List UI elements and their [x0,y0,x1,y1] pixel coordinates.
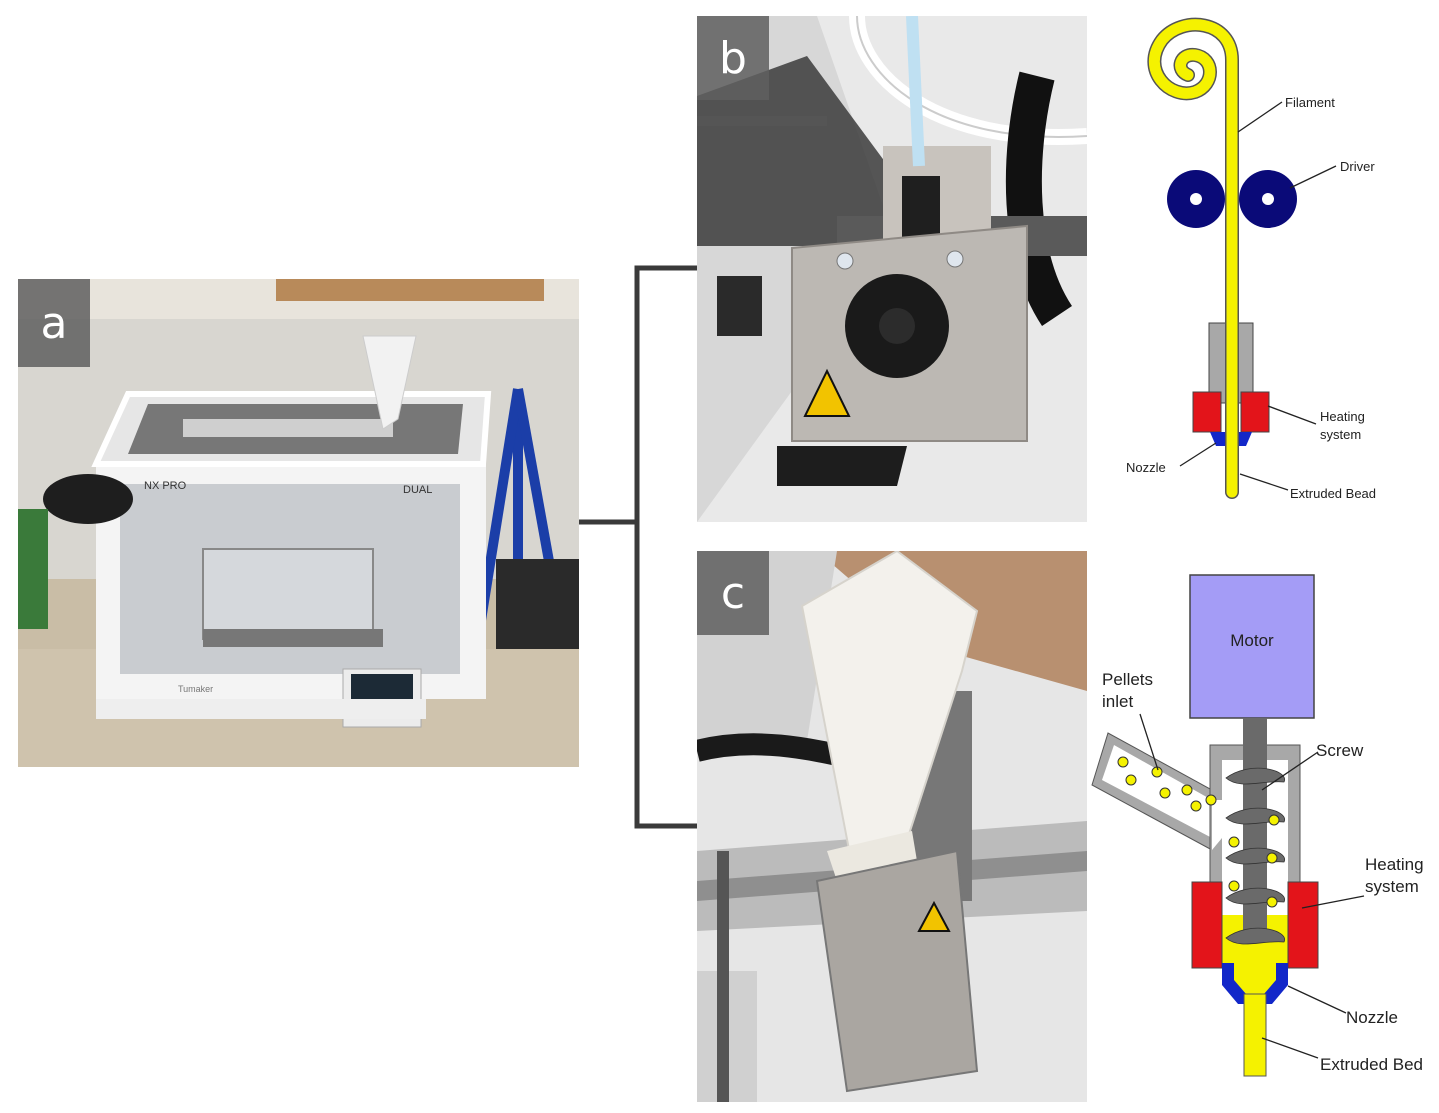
filament-head-photo [697,16,1087,522]
label-nozzle: Nozzle [1126,460,1166,475]
printer-photo: NX PRO DUAL Tumaker [18,279,579,767]
pellet-heater-right [1287,881,1319,969]
label-filament: Filament [1285,95,1335,110]
pellet-extruded-bead [1243,993,1267,1077]
label-extruded-bed: Extruded Bed [1320,1055,1423,1074]
pellet-head-photo [697,551,1087,1102]
label-screw: Screw [1316,741,1364,760]
label-motor: Motor [1230,631,1274,650]
photo-panel-b: b [697,16,1087,522]
label-heating-line2: system [1320,427,1361,442]
photo-panel-c: c [697,551,1087,1102]
motor-block [1189,574,1315,719]
filament-heater-left [1192,391,1222,433]
filament-strand [1148,19,1238,498]
pellet-extruder-diagram: Motor [1091,574,1424,1077]
label-pellets-line1: Pellets [1102,670,1153,689]
photo-panel-a: NX PRO DUAL Tumaker a [18,279,579,767]
label-driver: Driver [1340,159,1375,174]
screw-shaft [1243,718,1267,940]
label-pellet-nozzle: Nozzle [1346,1008,1398,1027]
printer-brand-left: NX PRO [144,480,187,492]
printer-maker-label: Tumaker [178,684,213,694]
label-extruded-bead: Extruded Bead [1290,486,1376,501]
pellet-particles [1117,756,1280,908]
filament-heater-right [1240,391,1270,433]
panel-letter-c: c [697,551,769,635]
panel-letter-a: a [18,279,90,367]
pellet-heater-left [1191,881,1223,969]
filament-extruder-diagram: Filament Driver Heating system Nozzle Ex… [1126,17,1376,501]
panel-letter-b: b [697,16,769,100]
label-pellet-heating-line1: Heating [1365,855,1424,874]
label-pellet-heating-line2: system [1365,877,1419,896]
label-pellets-line2: inlet [1102,692,1133,711]
label-heating-line1: Heating [1320,409,1365,424]
printer-brand-right: DUAL [403,484,432,496]
panel-connector-bracket [579,265,697,829]
